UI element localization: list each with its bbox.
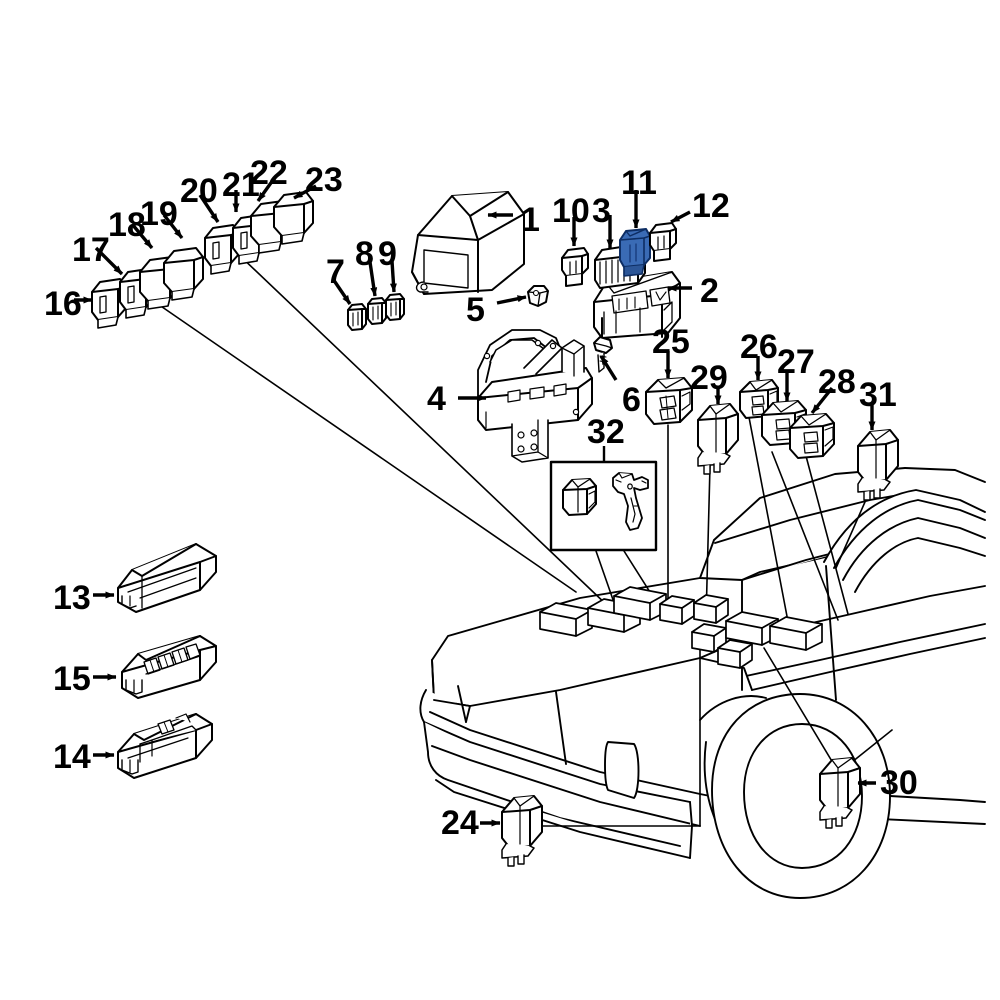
callout-number-27: 27 (777, 343, 815, 381)
locator-box (539, 602, 593, 637)
arrow-22 (256, 179, 275, 202)
callout-number-32: 32 (587, 413, 625, 451)
part-30-tall-relay (819, 757, 861, 829)
callout-number-19: 19 (140, 195, 178, 233)
callout-number-11: 11 (621, 164, 657, 202)
part-23-relay (273, 191, 314, 245)
callout-number-9: 9 (378, 235, 397, 273)
arrow-18 (130, 222, 154, 250)
arrow-7 (331, 278, 352, 305)
callout-number-14: 14 (53, 738, 91, 776)
callout-number-31: 31 (859, 376, 897, 414)
arrow-23 (293, 184, 317, 200)
part-13-connector-housing (117, 543, 217, 613)
callout-number-28: 28 (818, 363, 856, 401)
locator-box (691, 623, 727, 653)
relay-cluster-20-23 (204, 191, 314, 275)
part-15-terminal-block (121, 635, 217, 699)
part-29-tall-relay (697, 403, 739, 475)
callout-number-4: 4 (427, 380, 446, 418)
callout-number-10: 10 (552, 192, 590, 230)
arrow-5 (496, 295, 527, 305)
part-25-flat-relay (645, 377, 693, 425)
part-20-relay (204, 224, 240, 275)
inset-mounting-clip (612, 472, 649, 531)
part-9-cartridge-fuse (385, 293, 405, 321)
callout-number-25: 25 (652, 323, 690, 361)
callout-number-17: 17 (72, 231, 110, 269)
part-10-fusible-link (561, 247, 589, 287)
leader-lines (151, 251, 893, 827)
callout-number-23: 23 (305, 161, 343, 199)
locator-box (659, 595, 695, 625)
locator-box (613, 586, 667, 621)
callout-number-26: 26 (740, 328, 778, 366)
callout-number-3: 3 (592, 192, 611, 230)
arrow-9 (389, 260, 397, 293)
callout-number-13: 13 (53, 579, 91, 617)
locator-box (717, 639, 753, 669)
arrow-17 (94, 246, 124, 276)
callout-number-21: 21 (222, 166, 260, 204)
callout-number-5: 5 (466, 291, 485, 329)
callout-number-29: 29 (690, 359, 728, 397)
part-32-inset-box (549, 460, 658, 552)
callout-number-15: 15 (53, 660, 91, 698)
part-5-mounting-nut (527, 285, 549, 307)
part-14-connector-cover (117, 713, 213, 779)
part-11-fusible-link-highlighted (619, 228, 651, 277)
callout-number-8: 8 (355, 235, 374, 273)
inset-relay-module (562, 478, 597, 516)
callout-number-12: 12 (692, 187, 730, 225)
part-24-tall-relay (501, 795, 543, 867)
part-4-fuse-box-bracket (477, 329, 593, 463)
callout-number-24: 24 (441, 804, 479, 842)
part-31-tall-relay (857, 429, 899, 501)
part-8-cartridge-fuse (367, 297, 387, 325)
part-1-fuse-box-cover (411, 191, 525, 295)
callout-number-20: 20 (180, 172, 218, 210)
callout-number-30: 30 (880, 764, 918, 802)
part-28-flat-relay (789, 413, 835, 459)
locator-box (693, 594, 729, 624)
callout-number-6: 6 (622, 381, 641, 419)
callout-number-1: 1 (521, 201, 540, 239)
callout-number-7: 7 (326, 253, 345, 291)
relay-cluster-16-19 (91, 247, 204, 329)
callout-arrows (74, 179, 876, 827)
arrow-19 (162, 213, 184, 240)
callout-number-2: 2 (700, 272, 719, 310)
locator-box (769, 616, 823, 651)
part-12-fusible-link (649, 222, 677, 262)
part-19-relay (163, 247, 204, 301)
arrow-12 (670, 210, 691, 224)
arrow-8 (368, 261, 378, 297)
callout-number-18: 18 (108, 206, 146, 244)
engine-bay-locator-boxes (539, 586, 823, 669)
part-7-cartridge-fuse (347, 303, 367, 331)
vehicle-outline (419, 467, 986, 899)
arrow-6 (599, 355, 618, 381)
arrow-20 (198, 194, 220, 223)
callout-number-16: 16 (44, 285, 82, 323)
callout-number-22: 22 (250, 154, 288, 192)
arrow-28 (810, 386, 834, 415)
locator-box (725, 611, 779, 646)
